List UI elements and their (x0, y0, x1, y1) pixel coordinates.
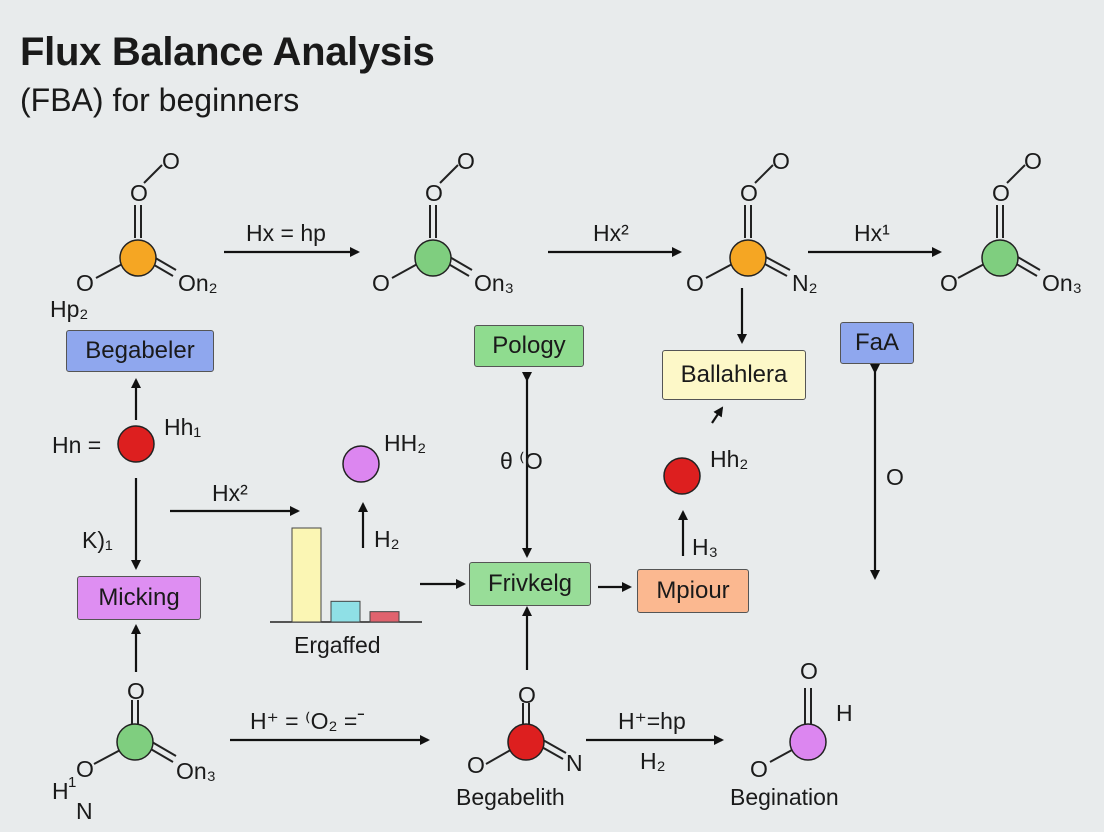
box-pology: Pology (474, 325, 584, 367)
diagram-title: Flux Balance Analysis (20, 30, 435, 74)
m1-below-label: Hp₂ (50, 296, 89, 322)
box-faa: FaA (840, 322, 914, 364)
box-micking: Micking (77, 576, 201, 620)
molecule-7-center-atom (789, 723, 827, 761)
box-mpiour: Mpiour (637, 569, 749, 613)
arrow-label-bottom-1: H⁺ = ⁽O₂ =ˉ (250, 708, 365, 734)
molecule-2-center-atom (414, 239, 452, 277)
hh1-label: Hh₁ (164, 414, 202, 440)
m3-o-left: O (686, 270, 704, 296)
m5-n-label: N (76, 798, 93, 824)
hh2-red-label: Hh₂ (710, 446, 749, 472)
arrow-label-top-1: Hx = hp (246, 220, 326, 246)
m1-o-mid: O (130, 180, 148, 206)
molecule-7 (769, 688, 812, 763)
m2-o-mid: O (425, 180, 443, 206)
h3-label: H₃ (692, 534, 718, 560)
bar-chart (270, 527, 422, 623)
box-begabeler: Begabeler (66, 330, 214, 372)
m5-sub-label: 1 (68, 774, 77, 791)
molecule-4-center-atom (981, 239, 1019, 277)
violet-atom-middle (342, 445, 380, 483)
m4-right-label: On₃ (1042, 270, 1083, 296)
m6-name-label: Begabelith (456, 784, 565, 810)
m2-right-label: On₃ (474, 270, 515, 296)
m3-o-top: O (772, 148, 790, 174)
bar-1 (291, 527, 322, 623)
molecule-3-center-atom (729, 239, 767, 277)
m6-o-top: O (518, 682, 536, 708)
molecule-5 (93, 700, 177, 765)
m5-h-label: H (52, 778, 69, 804)
m5-o-top: O (127, 678, 145, 704)
m7-o-left: O (750, 756, 768, 782)
red-atom-right (663, 457, 701, 495)
m1-right-label: On₂ (178, 270, 218, 296)
bar-2 (330, 600, 361, 623)
hh2-upper-label: HH₂ (384, 430, 427, 456)
m2-o-top: O (457, 148, 475, 174)
m5-o-left: O (76, 756, 94, 782)
m7-name-label: Begination (730, 784, 839, 810)
h2-label: H₂ (374, 526, 400, 552)
arrow-label-mid: Hx² (212, 480, 248, 506)
hn-label: Hn = (52, 432, 102, 458)
m1-o-top: O (162, 148, 180, 174)
bar-3 (369, 611, 400, 623)
m1-o-left: O (76, 270, 94, 296)
m3-o-mid: O (740, 180, 758, 206)
m2-o-left: O (372, 270, 390, 296)
arrow-label-pology-right: θ ⁽O (500, 448, 543, 474)
arrow-label-kj: K)₁ (82, 527, 113, 553)
m4-o-top: O (1024, 148, 1042, 174)
box-frivkelg: Frivkelg (469, 562, 591, 606)
m6-right-label: N (566, 750, 583, 776)
bar-chart-label: Ergaffed (294, 632, 381, 658)
box-ballahlera: Ballahlera (662, 350, 806, 400)
arrow-label-bottom-2: H⁺=hp (618, 708, 686, 734)
arrow-to-ballahlera-small (711, 406, 724, 424)
diagram-subtitle: (FBA) for beginners (20, 82, 300, 118)
arrow-label-top-3: Hx¹ (854, 220, 890, 246)
arrow-label-faa-right: O (886, 464, 904, 490)
molecule-6 (485, 703, 567, 765)
arrow-label-top-2: Hx² (593, 220, 629, 246)
red-atom-left (117, 425, 155, 463)
arrow-label-bottom-2-sub: H₂ (640, 748, 666, 774)
m5-right-label: On₃ (176, 758, 217, 784)
m4-o-left: O (940, 270, 958, 296)
m7-h-label: H (836, 700, 853, 726)
molecule-6-center-atom (507, 723, 545, 761)
m4-o-mid: O (992, 180, 1010, 206)
m6-o-left: O (467, 752, 485, 778)
m3-right-label: N₂ (792, 270, 818, 296)
molecule-5-center-atom (116, 723, 154, 761)
m7-o-top: O (800, 658, 818, 684)
molecule-1-center-atom (119, 239, 157, 277)
